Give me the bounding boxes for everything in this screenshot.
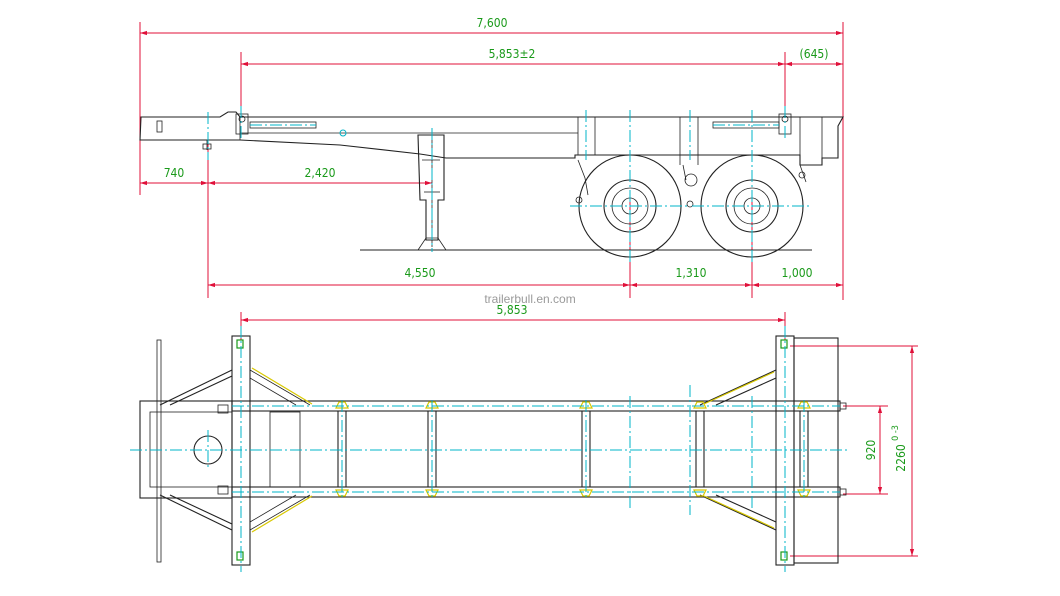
plan-dim-width-tolerance: 0 -3 — [891, 425, 901, 441]
dim-kingpin-to-leg: 2,420 — [305, 166, 336, 180]
dim-kingpin-to-axle: 4,550 — [405, 266, 436, 280]
cross-members — [335, 401, 811, 497]
plan-dim-pin-to-pin: 5,853 — [497, 303, 528, 317]
dim-overall-length: 7,600 — [477, 16, 508, 30]
plan-view: 5,853 920 2260 0 -3 — [130, 303, 918, 572]
landing-gear — [417, 134, 445, 241]
side-view: 7,600 5,853±2 (645) 740 2,420 4,550 1,31… — [139, 16, 844, 300]
dim-front-overhang: 740 — [164, 166, 185, 180]
dim-pin-to-pin: 5,853±2 — [489, 47, 536, 61]
dim-rear-overhang-top: (645) — [799, 47, 828, 61]
chassis-side-outline — [139, 111, 844, 166]
dim-axle-spacing: 1,310 — [676, 266, 707, 280]
plan-dim-inner-width: 920 — [864, 440, 878, 461]
dim-rear-overhang: 1,000 — [782, 266, 813, 280]
plan-dim-overall-width: 2260 — [894, 444, 908, 472]
watermark: trailerbull.en.com — [484, 292, 575, 306]
